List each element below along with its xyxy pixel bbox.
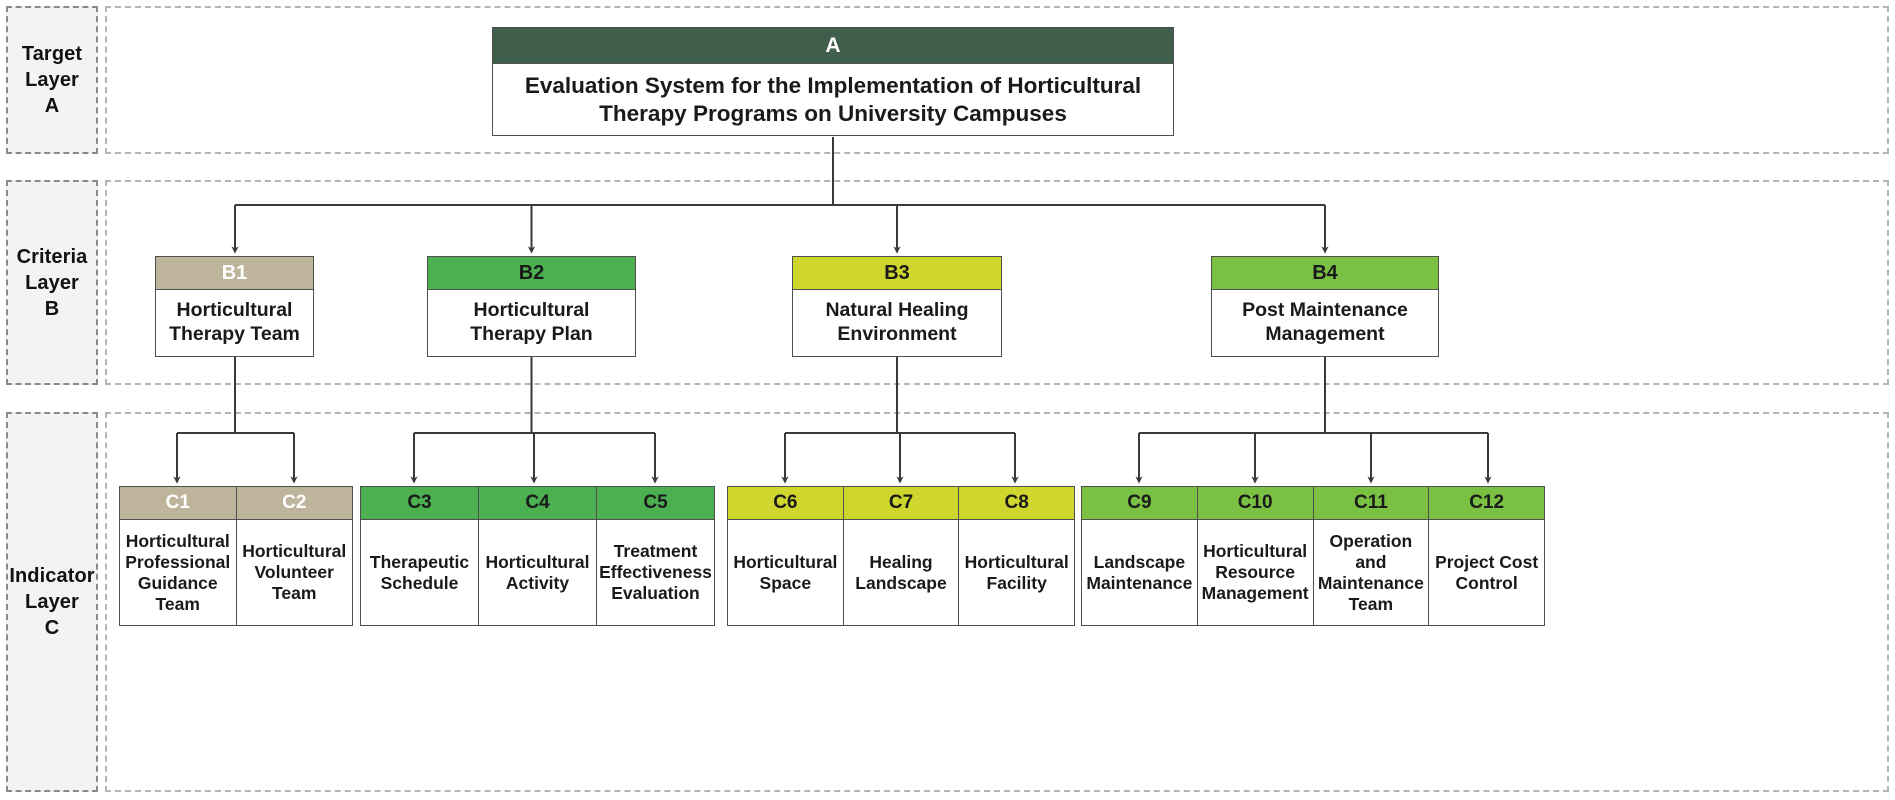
node-c10-name: Horticultural Resource Management [1197, 520, 1313, 625]
layer-c-line3: C [44, 617, 60, 639]
node-criteria-b3[interactable]: B3 Natural Healing Environment [792, 256, 1002, 357]
node-criteria-b4[interactable]: B4 Post Maintenance Management [1211, 256, 1439, 357]
node-b1-name: Horticultural Therapy Team [156, 290, 313, 356]
node-indicator-c7[interactable]: C7 Healing Landscape [843, 487, 960, 625]
node-c10-code: C10 [1197, 487, 1313, 520]
node-c11-code: C11 [1313, 487, 1429, 520]
node-indicator-c3[interactable]: C3 Therapeutic Schedule [361, 487, 479, 625]
layer-a-line1: Target [21, 43, 83, 65]
node-c4-name: Horticultural Activity [479, 520, 596, 625]
node-indicator-c12[interactable]: C12 Project Cost Control [1429, 487, 1544, 625]
indicator-group-b1: C1 Horticultural Professional Guidance T… [119, 486, 353, 626]
layer-label-criteria-b: Criteria Layer B [6, 180, 98, 385]
node-c6-name: Horticultural Space [728, 520, 843, 625]
node-criteria-b2[interactable]: B2 Horticultural Therapy Plan [427, 256, 636, 357]
node-c12-code: C12 [1429, 487, 1544, 520]
node-c3-name: Therapeutic Schedule [361, 520, 478, 625]
layer-label-indicator-c: Indicator Layer C [6, 412, 98, 792]
layer-c-line2: Layer [25, 591, 79, 613]
node-indicator-c6[interactable]: C6 Horticultural Space [728, 487, 844, 625]
layer-a-line2: Layer [25, 69, 79, 91]
node-b2-name: Horticultural Therapy Plan [428, 290, 635, 356]
indicator-group-b2: C3 Therapeutic Schedule C4 Horticultural… [360, 486, 715, 626]
node-b4-code: B4 [1212, 257, 1438, 290]
layer-c-line1: Indicator [9, 565, 95, 587]
indicator-group-b3: C6 Horticultural Space C7 Healing Landsc… [727, 486, 1075, 626]
node-c1-name: Horticultural Professional Guidance Team [120, 520, 236, 625]
node-c12-name: Project Cost Control [1429, 520, 1544, 625]
node-b3-name: Natural Healing Environment [793, 290, 1001, 356]
node-c7-code: C7 [843, 487, 959, 520]
node-indicator-c8[interactable]: C8 Horticultural Facility [959, 487, 1075, 625]
node-c11-name: Operation and Maintenance Team [1313, 520, 1429, 625]
node-c9-code: C9 [1082, 487, 1197, 520]
node-c6-code: C6 [728, 487, 843, 520]
node-c2-code: C2 [236, 487, 352, 520]
layer-b-line2: Layer [25, 271, 79, 294]
node-c8-code: C8 [959, 487, 1075, 520]
layer-panel-criteria-b [105, 180, 1889, 385]
indicator-group-b4: C9 Landscape Maintenance C10 Horticultur… [1081, 486, 1545, 626]
node-c5-code: C5 [597, 487, 714, 520]
node-b4-name: Post Maintenance Management [1212, 290, 1438, 356]
node-indicator-c5[interactable]: C5 Treatment Effectiveness Evaluation [597, 487, 714, 625]
node-c1-code: C1 [120, 487, 236, 520]
layer-panel-indicator-c [105, 412, 1889, 792]
node-c5-name: Treatment Effectiveness Evaluation [597, 520, 714, 625]
node-indicator-c9[interactable]: C9 Landscape Maintenance [1082, 487, 1198, 625]
node-criteria-b1[interactable]: B1 Horticultural Therapy Team [155, 256, 314, 357]
node-indicator-c1[interactable]: C1 Horticultural Professional Guidance T… [120, 487, 237, 625]
node-c2-name: Horticultural Volunteer Team [236, 520, 352, 625]
node-indicator-c2[interactable]: C2 Horticultural Volunteer Team [236, 487, 352, 625]
layer-b-line3: B [44, 297, 60, 320]
node-b2-code: B2 [428, 257, 635, 290]
layer-b-line1: Criteria [16, 245, 88, 268]
node-a-name: Evaluation System for the Implementation… [493, 64, 1173, 135]
node-indicator-c4[interactable]: C4 Horticultural Activity [479, 487, 597, 625]
layer-label-target-a: Target Layer A [6, 6, 98, 154]
node-c7-name: Healing Landscape [843, 520, 959, 625]
node-indicator-c10[interactable]: C10 Horticultural Resource Management [1197, 487, 1314, 625]
node-c8-name: Horticultural Facility [959, 520, 1075, 625]
node-b3-code: B3 [793, 257, 1001, 290]
node-b1-code: B1 [156, 257, 313, 290]
node-c3-code: C3 [361, 487, 478, 520]
node-c4-code: C4 [479, 487, 596, 520]
node-indicator-c11[interactable]: C11 Operation and Maintenance Team [1313, 487, 1430, 625]
layer-a-line3: A [44, 95, 60, 117]
node-target-a[interactable]: A Evaluation System for the Implementati… [492, 27, 1174, 136]
node-c9-name: Landscape Maintenance [1082, 520, 1197, 625]
node-a-code: A [493, 28, 1173, 64]
layer-panel-target-a [105, 6, 1889, 154]
